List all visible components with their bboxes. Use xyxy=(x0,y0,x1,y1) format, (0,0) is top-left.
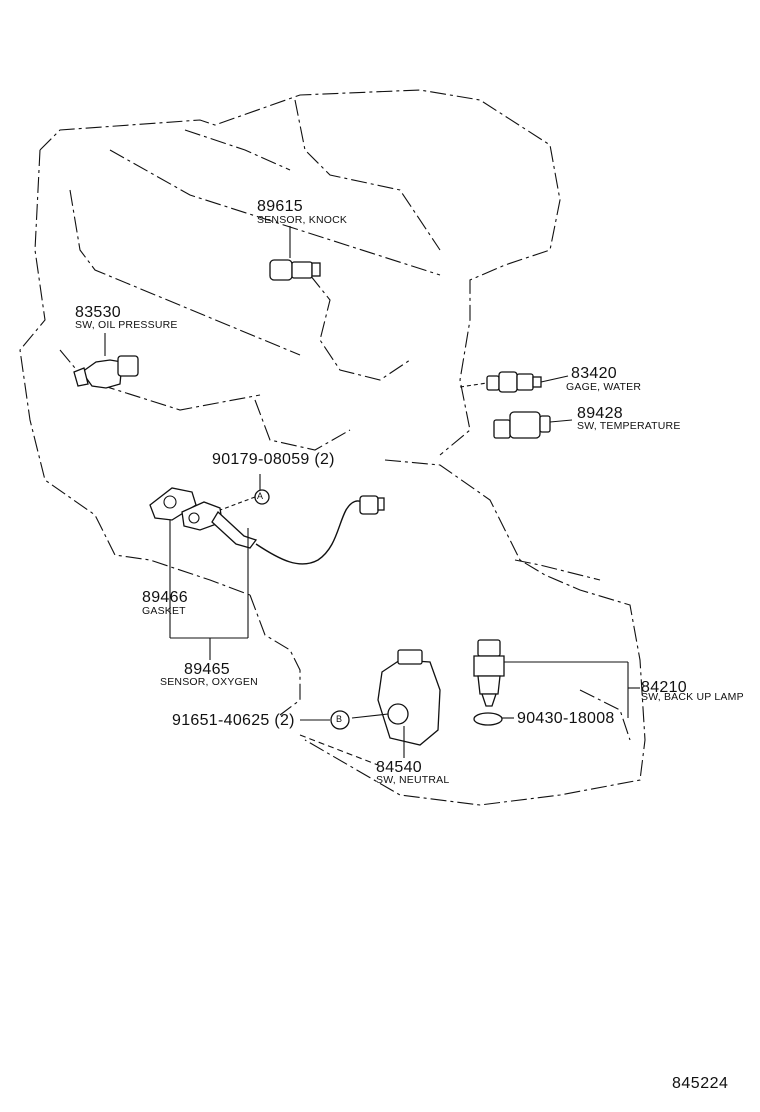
neutral-switch-number: 84540 xyxy=(376,759,422,776)
knock-sensor-number: 89615 xyxy=(257,198,303,215)
knock-sensor-desc: SENSOR, KNOCK xyxy=(257,214,348,226)
engine-outline xyxy=(19,89,646,806)
oil-switch-desc: SW, OIL PRESSURE xyxy=(75,319,178,331)
oxygen-bracket xyxy=(169,520,249,660)
water-gage-desc: GAGE, WATER xyxy=(566,381,642,393)
backup-switch-desc: SW, BACK UP LAMP xyxy=(641,691,744,703)
neutral-switch-desc: SW, NEUTRAL xyxy=(376,774,450,786)
temp-switch-desc: SW, TEMPERATURE xyxy=(577,420,681,432)
oxygen-sensor-number: 89465 xyxy=(184,661,230,678)
oxygen-sensor-drawing xyxy=(149,487,385,565)
water-gage-number: 83420 xyxy=(571,365,617,382)
knock-sensor-drawing xyxy=(269,226,321,281)
oxygen-sensor-desc: SENSOR, OXYGEN xyxy=(160,676,258,688)
nut-number: 90179-08059 (2) xyxy=(212,451,335,468)
nut-drawing xyxy=(214,474,270,513)
nut-symbol: A xyxy=(257,491,264,501)
diagram-reference: 845224 xyxy=(672,1075,729,1092)
washer-number: 90430-18008 xyxy=(517,710,615,727)
bolt-number: 91651-40625 (2) xyxy=(172,712,295,729)
temperature-switch-drawing xyxy=(493,411,573,439)
bolt-symbol: B xyxy=(336,714,343,724)
temp-switch-number: 89428 xyxy=(577,405,623,422)
oil-switch-number: 83530 xyxy=(75,304,121,321)
gasket-number: 89466 xyxy=(142,589,188,606)
gasket-desc: GASKET xyxy=(142,605,186,617)
oil-pressure-switch-drawing xyxy=(73,333,139,389)
backup-switch-number: 84210 xyxy=(641,679,687,696)
backup-lamp-switch-drawing xyxy=(473,639,640,726)
water-gage-drawing xyxy=(459,371,569,393)
neutral-switch-drawing xyxy=(299,649,441,766)
